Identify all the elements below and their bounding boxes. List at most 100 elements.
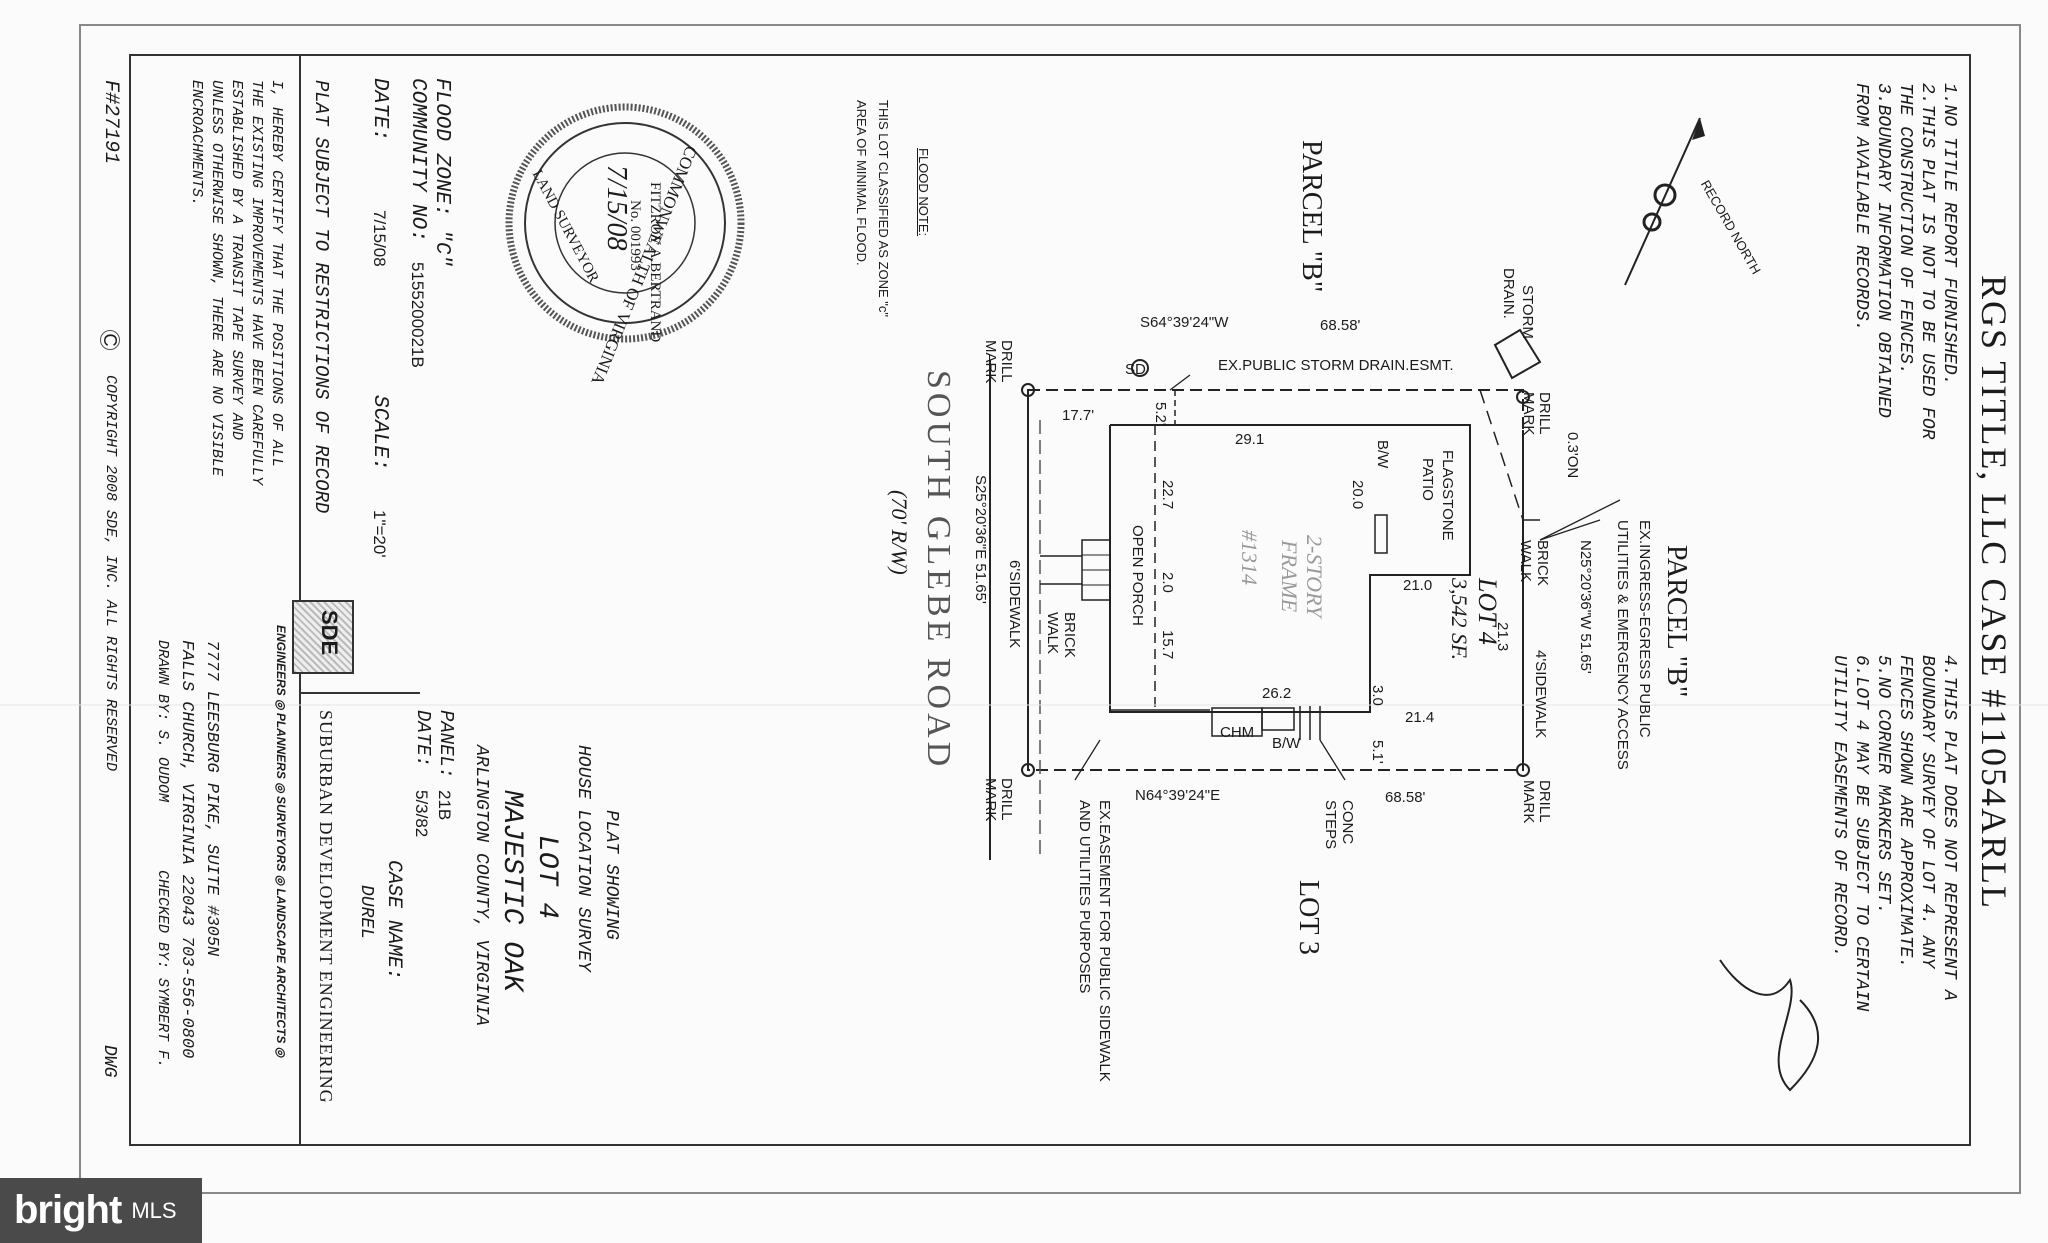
drill-mark-label: MARK xyxy=(1520,392,1537,436)
dim-15-7: 15.7 xyxy=(1159,630,1176,660)
plat-date: 7/15/08 xyxy=(370,210,389,267)
panel-label: PANEL: xyxy=(435,710,457,779)
note-line: 1.NO TITLE REPORT FURNISHED. xyxy=(1939,83,1959,386)
certification-line: ESTABLISHED BY A TRANSIT TAPE SURVEY AND xyxy=(228,80,245,441)
bearing-bottom: N64°39'24"E xyxy=(1135,787,1221,804)
dim-20-0: 20.0 xyxy=(1349,480,1366,510)
parcel-b-left: PARCEL "B" xyxy=(1296,140,1327,293)
community-label: COMMUNITY NO: xyxy=(406,78,429,242)
scale-label: SCALE: xyxy=(368,395,391,471)
distance-bottom: 68.58' xyxy=(1385,789,1426,806)
community-number: 5155200021B xyxy=(408,262,427,368)
copyright-notice: COPYRIGHT 2008 SDE, INC. ALL RIGHTS RESE… xyxy=(102,375,119,772)
flood-note-line: AREA OF MINIMAL FLOOD. xyxy=(854,100,869,266)
bearing-right: N25°20'36"W 51.65' xyxy=(1577,540,1594,674)
panel-date-label: DATE: xyxy=(412,710,434,768)
ingress-label: UTILITIES & EMERGENCY ACCESS xyxy=(1614,520,1631,770)
firm-address: 7777 LEESBURG PIKE, SUITE #305N xyxy=(202,640,221,957)
drill-mark-label: MARK xyxy=(1520,780,1537,824)
open-porch-label: OPEN PORCH xyxy=(1129,525,1146,626)
brick-walk-top-label: WALK xyxy=(1517,540,1534,582)
dim-2-0: 2.0 xyxy=(1159,572,1176,593)
file-number: F#27191 xyxy=(99,80,122,165)
firm-disciplines: ENGINEERS ◎ PLANNERS ◎ SURVEYORS ◎ LANDS… xyxy=(274,625,288,1058)
plat-title-line: HOUSE LOCATION SURVEY xyxy=(573,745,593,972)
dim-5-2: 5.2' xyxy=(1152,402,1169,426)
steps-label: STEPS xyxy=(1322,800,1339,850)
conc-label: CONC xyxy=(1339,800,1356,845)
note-line: UTILITY EASEMENTS OF RECORD. xyxy=(1829,655,1849,958)
ingress-label: EX.INGRESS-EGRESS PUBLIC xyxy=(1636,520,1653,738)
patio-label: PATIO xyxy=(1419,458,1436,501)
plat-title-line: PLAT SHOWING xyxy=(601,810,621,940)
plat-title-line: LOT 4 xyxy=(531,835,562,920)
dim-22-7: 22.7 xyxy=(1159,480,1176,510)
lot-4-area: 3,542 SF. xyxy=(1447,578,1472,661)
note-line: THE CONSTRUCTION OF FENCES. xyxy=(1895,83,1915,375)
brick-walk-label: BRICK xyxy=(1061,612,1078,658)
note-line: 5.NO CORNER MARKERS SET. xyxy=(1873,655,1893,915)
seal-signed-date: 7/15/08 xyxy=(601,165,632,251)
note-line: 3.BOUNDARY INFORMATION OBTAINED xyxy=(1873,83,1893,418)
storm-drain-label: STORM xyxy=(1519,285,1536,339)
case-name-label: CASE NAME: xyxy=(382,860,405,981)
drill-mark-label: DRILL xyxy=(998,340,1015,383)
bearing-left: S25°20'36"E 51.65' xyxy=(972,475,989,604)
note-line: BOUNDARY SURVEY OF LOT 4. ANY xyxy=(1917,655,1937,969)
flagstone-label: FLAGSTONE xyxy=(1439,450,1456,541)
panel-value: 21B xyxy=(435,790,454,821)
bw-patio-label: B/W xyxy=(1374,440,1391,469)
copyright-symbol: C xyxy=(100,330,120,350)
note-line: FROM AVAILABLE RECORDS. xyxy=(1851,83,1871,332)
bw-label: B/W xyxy=(1272,735,1301,752)
dim-17-7: 17.7' xyxy=(1062,407,1095,424)
note-line: FENCES SHOWN ARE APPROXIMATE. xyxy=(1895,655,1915,969)
sidewalk-easement-label: EX.EASEMENT FOR PUBLIC SIDEWALK xyxy=(1096,800,1113,1082)
sd-label: SD xyxy=(1125,361,1146,378)
note-line: 4.THIS PLAT DOES NOT REPRESENT A xyxy=(1939,655,1959,1001)
dim-5-1: 5.1' xyxy=(1369,740,1386,764)
drawn-by: DRAWN BY: S. OUDOM xyxy=(154,640,171,803)
flood-note-line: THIS LOT CLASSIFIED AS ZONE "c" xyxy=(876,100,891,318)
parcel-b-right: PARCEL "B" xyxy=(1661,545,1692,698)
surveyor-seal xyxy=(505,103,745,343)
bright-mls-watermark: bright MLS xyxy=(0,1178,202,1243)
sidewalk-easement-label: AND UTILITIES PURPOSES xyxy=(1076,800,1093,994)
dim-0-3-on: 0.3'ON xyxy=(1564,432,1581,479)
dim-21-4: 21.4 xyxy=(1405,709,1435,726)
brick-walk-label: WALK xyxy=(1044,612,1061,654)
certification-line: UNLESS OTHERWISE SHOWN, THERE ARE NO VIS… xyxy=(208,80,225,477)
note-line: 6.LOT 4 MAY BE SUBJECT TO CERTAIN xyxy=(1851,655,1871,1012)
dim-21-0: 21.0 xyxy=(1403,577,1433,594)
house-type: 2-STORY xyxy=(1302,535,1327,618)
firm-name: SUBURBAN DEVELOPMENT ENGINEERING xyxy=(316,710,336,1104)
plat-title-line: ARLINGTON COUNTY, VIRGINIA xyxy=(471,745,491,1026)
date-label: DATE: xyxy=(368,78,391,142)
dim-21-3: 21.3 xyxy=(1494,622,1511,652)
storm-drain-label: DRAIN. xyxy=(1500,268,1517,319)
dim-3-0: 3.0 xyxy=(1369,685,1386,706)
sde-logo xyxy=(292,600,354,674)
panel-date: 5/3/82 xyxy=(412,790,431,838)
restrictions-note: PLAT SUBJECT TO RESTRICTIONS OF RECORD xyxy=(310,80,332,514)
checked-by: CHECKED BY: SYMBERT F. xyxy=(154,870,171,1069)
sidewalk-4-label: 4'SIDEWALK xyxy=(1532,650,1549,739)
flood-zone: FLOOD ZONE: "C" xyxy=(430,78,453,268)
drill-mark-label: DRILL xyxy=(1536,780,1553,823)
brand-suffix: MLS xyxy=(131,1197,177,1223)
certification-line: THE EXISTING IMPROVEMENTS HAVE BEEN CARE… xyxy=(248,80,265,486)
chimney-label: CHM xyxy=(1220,724,1255,741)
drill-mark-label: MARK xyxy=(982,778,999,822)
drill-mark-label: DRILL xyxy=(998,778,1015,821)
dim-26-2: 26.2 xyxy=(1262,685,1292,702)
sidewalk-6-label: 6'SIDEWALK xyxy=(1006,560,1023,649)
brand-name: bright xyxy=(14,1188,122,1232)
sde-logo-text: SDE xyxy=(317,610,342,656)
flood-note-heading: FLOOD NOTE: xyxy=(916,148,931,237)
house-frame: FRAME xyxy=(1277,540,1302,613)
scale-value: 1"=20' xyxy=(370,510,389,558)
firm-address: FALLS CHURCH, VIRGINIA 22043 703-556-080… xyxy=(177,640,196,1059)
case-name: DUREL xyxy=(356,885,376,940)
brick-walk-top-label: BRICK xyxy=(1534,540,1551,586)
